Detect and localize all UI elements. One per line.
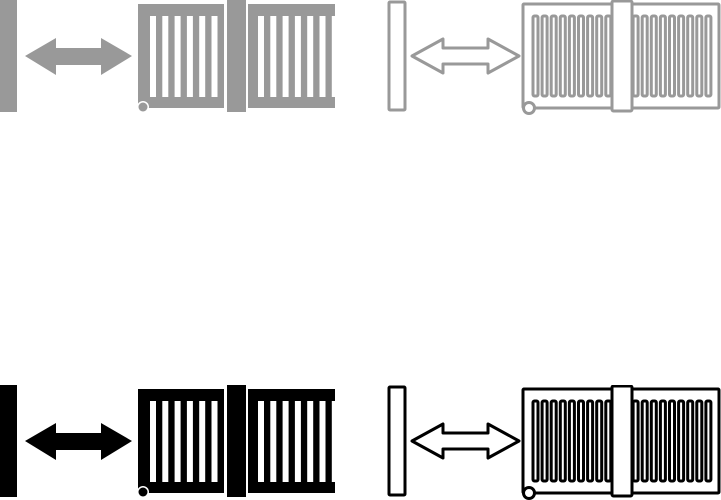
gate-slot bbox=[211, 401, 218, 482]
double-arrow bbox=[25, 423, 132, 460]
gate-slot bbox=[270, 16, 277, 97]
gate-slat bbox=[577, 399, 585, 483]
wall-post bbox=[0, 385, 17, 497]
gate-slot bbox=[294, 16, 301, 97]
gate-slat bbox=[531, 14, 540, 98]
gate-wheel bbox=[138, 102, 148, 112]
gate-slot bbox=[186, 16, 193, 97]
gate-slat bbox=[649, 14, 658, 98]
gate-slat bbox=[604, 14, 613, 98]
gate-slat bbox=[658, 14, 667, 98]
wall-post bbox=[387, 385, 407, 497]
gate-slat bbox=[686, 399, 695, 483]
gate-slot bbox=[331, 16, 338, 97]
gate-slot bbox=[199, 16, 206, 97]
gate-slat bbox=[595, 14, 604, 98]
gate-slat bbox=[668, 399, 676, 483]
gate-slat bbox=[549, 399, 558, 483]
gate-slot bbox=[199, 401, 206, 482]
gate-slat bbox=[640, 399, 649, 483]
gate-slat bbox=[558, 14, 567, 98]
gate-slot bbox=[270, 401, 277, 482]
gate-slot bbox=[331, 401, 338, 482]
gate-slot bbox=[150, 16, 156, 97]
gate-slat bbox=[540, 14, 549, 98]
gate-slot bbox=[282, 401, 289, 482]
gate-slat bbox=[558, 399, 567, 483]
gate-slot bbox=[174, 401, 181, 482]
gate-slot bbox=[319, 401, 326, 482]
gate-slat bbox=[668, 14, 676, 98]
gate-slot bbox=[174, 16, 181, 97]
gate-wheel bbox=[522, 486, 536, 500]
gate-slat bbox=[604, 399, 613, 483]
gate-post bbox=[227, 385, 246, 497]
wall-post bbox=[0, 0, 17, 112]
double-arrow bbox=[410, 422, 521, 460]
gate-slot bbox=[319, 16, 326, 97]
double-arrow bbox=[410, 37, 521, 75]
gate-post bbox=[227, 0, 246, 112]
gate-slat bbox=[704, 399, 713, 483]
gate-slat bbox=[586, 14, 595, 98]
sliding-gate-filled-black-icon bbox=[0, 385, 338, 498]
gate-slat bbox=[704, 14, 713, 98]
gate-slot bbox=[162, 401, 169, 482]
gate-slat bbox=[686, 14, 695, 98]
gate-slat bbox=[567, 399, 576, 483]
double-arrow bbox=[25, 38, 132, 75]
gate-slat bbox=[677, 399, 686, 483]
gate-slot bbox=[307, 16, 314, 97]
gate-wheel bbox=[522, 101, 536, 115]
gate-slat bbox=[540, 399, 549, 483]
gate-slot bbox=[258, 401, 264, 482]
gate-slat bbox=[631, 14, 640, 98]
gate-slot bbox=[294, 401, 301, 482]
gate-slat bbox=[695, 399, 704, 483]
gate-slat bbox=[567, 14, 576, 98]
gate-slat bbox=[640, 14, 649, 98]
gate-post bbox=[610, 385, 634, 498]
gate-post bbox=[610, 0, 634, 113]
gate-wheel bbox=[138, 487, 148, 497]
gate-slat bbox=[577, 14, 585, 98]
gate-slat bbox=[549, 14, 558, 98]
wall-post bbox=[387, 0, 407, 112]
gate-slat bbox=[695, 14, 704, 98]
gate-slot bbox=[211, 16, 218, 97]
gate-slot bbox=[162, 16, 169, 97]
gate-slot bbox=[186, 401, 193, 482]
gate-slat bbox=[586, 399, 595, 483]
sliding-gate-outline-black-icon bbox=[387, 385, 721, 500]
sliding-gate-outline-gray-icon bbox=[387, 0, 721, 115]
gate-slot bbox=[307, 401, 314, 482]
gate-slat bbox=[631, 399, 640, 483]
gate-slat bbox=[658, 399, 667, 483]
gate-slot bbox=[258, 16, 264, 97]
gate-slat bbox=[649, 399, 658, 483]
gate-slat bbox=[595, 399, 604, 483]
sliding-gate-filled-gray-icon bbox=[0, 0, 338, 113]
gate-slot bbox=[282, 16, 289, 97]
gate-slot bbox=[150, 401, 156, 482]
gate-slat bbox=[677, 14, 686, 98]
gate-slat bbox=[531, 399, 540, 483]
